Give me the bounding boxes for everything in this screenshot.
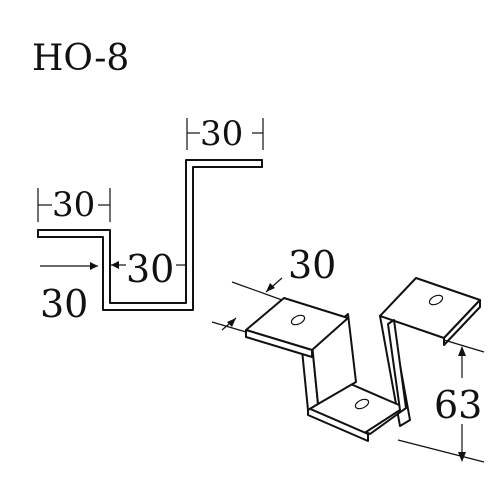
mounting-hole (290, 314, 306, 326)
dim-arrow (458, 452, 466, 462)
iso-right-flange-edge (443, 299, 481, 346)
dim-ext-line (211, 321, 247, 333)
iso-center-riser (365, 319, 407, 435)
iso-view: 30 63 (211, 243, 485, 463)
dim-label-inner-depth: 30 (126, 247, 174, 291)
iso-left-flange-edge (245, 329, 313, 358)
dim-ext-line (443, 339, 485, 353)
profile-view: 30 30 30 30 (37, 114, 264, 326)
iso-bottom-plate-edge (307, 407, 369, 442)
profile-inner-line (37, 166, 263, 311)
dim-ext-line (231, 281, 283, 301)
dim-arrow (227, 318, 236, 327)
dim-label-left-flange: 30 (52, 185, 95, 225)
profile-outer-line (37, 159, 263, 304)
dim-arrow (90, 262, 98, 270)
dim-label-iso-width: 30 (288, 243, 336, 287)
mounting-hole (428, 294, 444, 306)
dim-arrow (458, 346, 466, 356)
dim-label-iso-height: 63 (434, 383, 482, 427)
dim-ext-line (397, 439, 485, 463)
dim-label-top-flange: 30 (200, 114, 243, 154)
mounting-hole (354, 398, 370, 410)
dim-arrow (111, 261, 119, 269)
dim-label-outer-depth: 30 (40, 282, 88, 326)
part-title: HO-8 (32, 38, 129, 79)
dim-arrow (266, 283, 275, 292)
